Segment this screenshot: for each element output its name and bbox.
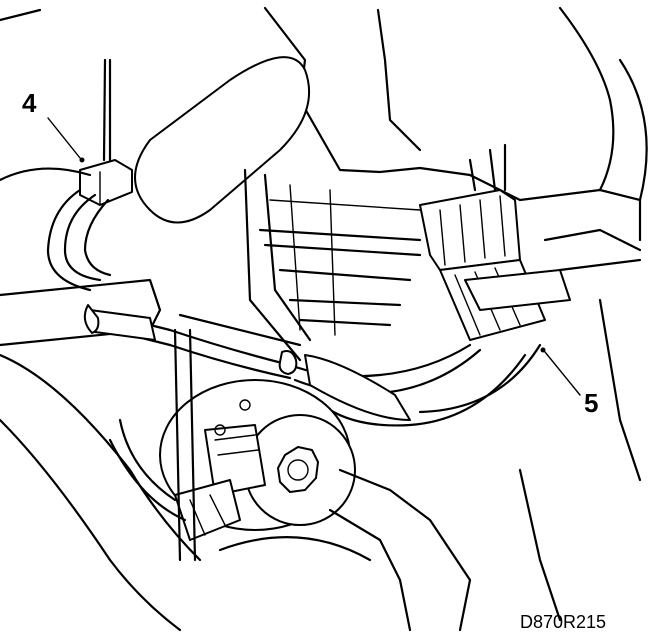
callout-label-5: 5: [584, 388, 598, 418]
leader-dot-5: [540, 347, 546, 353]
leader-dot-4: [79, 157, 85, 163]
wiring-harness: [128, 313, 542, 427]
leader-line-4: [47, 117, 81, 159]
figure-reference-code: D870R215: [520, 612, 606, 632]
left-lever: [0, 278, 202, 632]
oval-pad: [134, 56, 311, 224]
clip-with-pin: [0, 58, 133, 292]
upper-bracket: [0, 6, 648, 242]
multi-pin-connector: [419, 143, 642, 341]
housing: [243, 168, 422, 362]
motor-unit: [108, 379, 356, 541]
callout-label-4: 4: [22, 88, 37, 118]
lower-panel: [173, 298, 642, 632]
callout-leaders: [47, 117, 581, 396]
leader-line-5: [544, 351, 581, 396]
